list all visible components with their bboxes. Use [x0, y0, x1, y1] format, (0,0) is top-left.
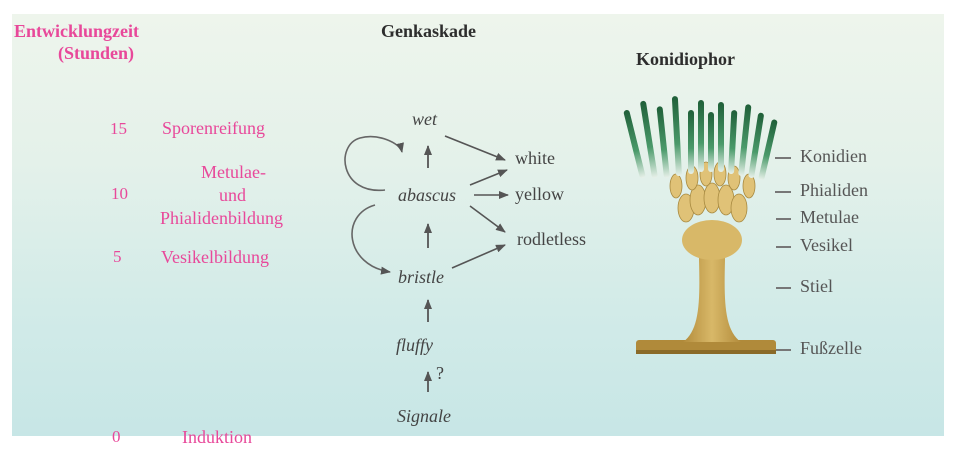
arrow-abascus-to-bristle — [352, 205, 390, 272]
conidiophore-illustration — [623, 96, 778, 354]
arrow-abascus-to-rodletless — [470, 206, 505, 232]
conidia-chains — [623, 96, 778, 181]
arrow-abascus-to-white — [470, 170, 507, 185]
arrow-abascus-autoloop — [345, 137, 402, 191]
arrow-bristle-to-rodletless — [452, 245, 505, 268]
arrow-wet-to-white — [445, 136, 505, 160]
vesicle-shape — [682, 220, 742, 260]
